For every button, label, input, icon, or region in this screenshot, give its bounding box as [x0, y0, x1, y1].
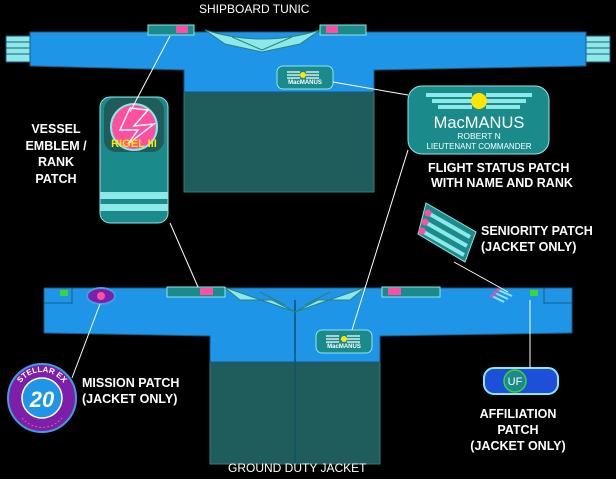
- jacket-upper-body: [43, 287, 573, 363]
- tunic-collar: [204, 29, 321, 53]
- vessel-emblem-patch-closeup: RIGEL III: [99, 96, 169, 224]
- mission-label: MISSION PATCH (JACKET ONLY): [82, 376, 180, 406]
- tunic-lower-body: [183, 89, 375, 193]
- jacket-right-sleeve-emblem: [530, 290, 538, 296]
- shipboard-tunic: MacMANUS: [5, 24, 611, 193]
- seniority-patch-closeup: [417, 202, 477, 263]
- jacket-patch-name: MacMANUS: [327, 344, 361, 350]
- jacket-title: GROUND DUTY JACKET: [228, 461, 367, 475]
- patch-rank: LIEUTENANT COMMANDER: [426, 142, 531, 151]
- tunic-left-shoulder-patch: [147, 24, 195, 36]
- tunic-title: SHIPBOARD TUNIC: [199, 2, 310, 16]
- mission-number: 20: [29, 387, 55, 412]
- flight-status-label: FLIGHT STATUS PATCH WITH NAME AND RANK: [428, 161, 573, 190]
- gold-emblem-icon: [471, 93, 487, 109]
- patch-given-name: ROBERT N: [457, 131, 501, 141]
- right-cuff: [585, 35, 611, 63]
- affiliation-label: AFFILIATION PATCH (JACKET ONLY): [470, 407, 566, 453]
- vessel-emblem-label: VESSEL EMBLEM / RANK PATCH: [25, 122, 87, 186]
- flight-status-patch-closeup: MacMANUS ROBERT N LIEUTENANT COMMANDER: [407, 85, 550, 155]
- vessel-name: RIGEL III: [111, 138, 157, 150]
- patch-surname: MacMANUS: [434, 114, 525, 132]
- wings-icon: [426, 93, 532, 109]
- jacket-seniority-patch: [490, 288, 513, 303]
- leader-lines: [71, 35, 531, 379]
- affiliation-code: UF: [508, 376, 523, 388]
- affiliation-patch-closeup: UF: [483, 367, 559, 395]
- jacket-right-shoulder-patch: [381, 286, 441, 298]
- seniority-label: SENIORITY PATCH (JACKET ONLY): [481, 224, 593, 254]
- mission-patch-closeup: STELLAR EX 20: [7, 363, 77, 433]
- tunic-right-shoulder-patch: [319, 24, 367, 36]
- star-icon: [118, 107, 157, 145]
- ground-duty-jacket: MacMANUS: [43, 286, 573, 465]
- rank-stripe-1: [100, 192, 168, 199]
- jacket-left-sleeve-emblem: [60, 290, 68, 296]
- rank-stripe-2: [100, 204, 168, 211]
- jacket-left-shoulder-patch: [166, 286, 226, 298]
- tunic-patch-name: MacMANUS: [288, 80, 322, 86]
- jacket-collar: [223, 286, 367, 313]
- left-cuff: [5, 35, 31, 63]
- tunic-upper-body: [29, 31, 587, 93]
